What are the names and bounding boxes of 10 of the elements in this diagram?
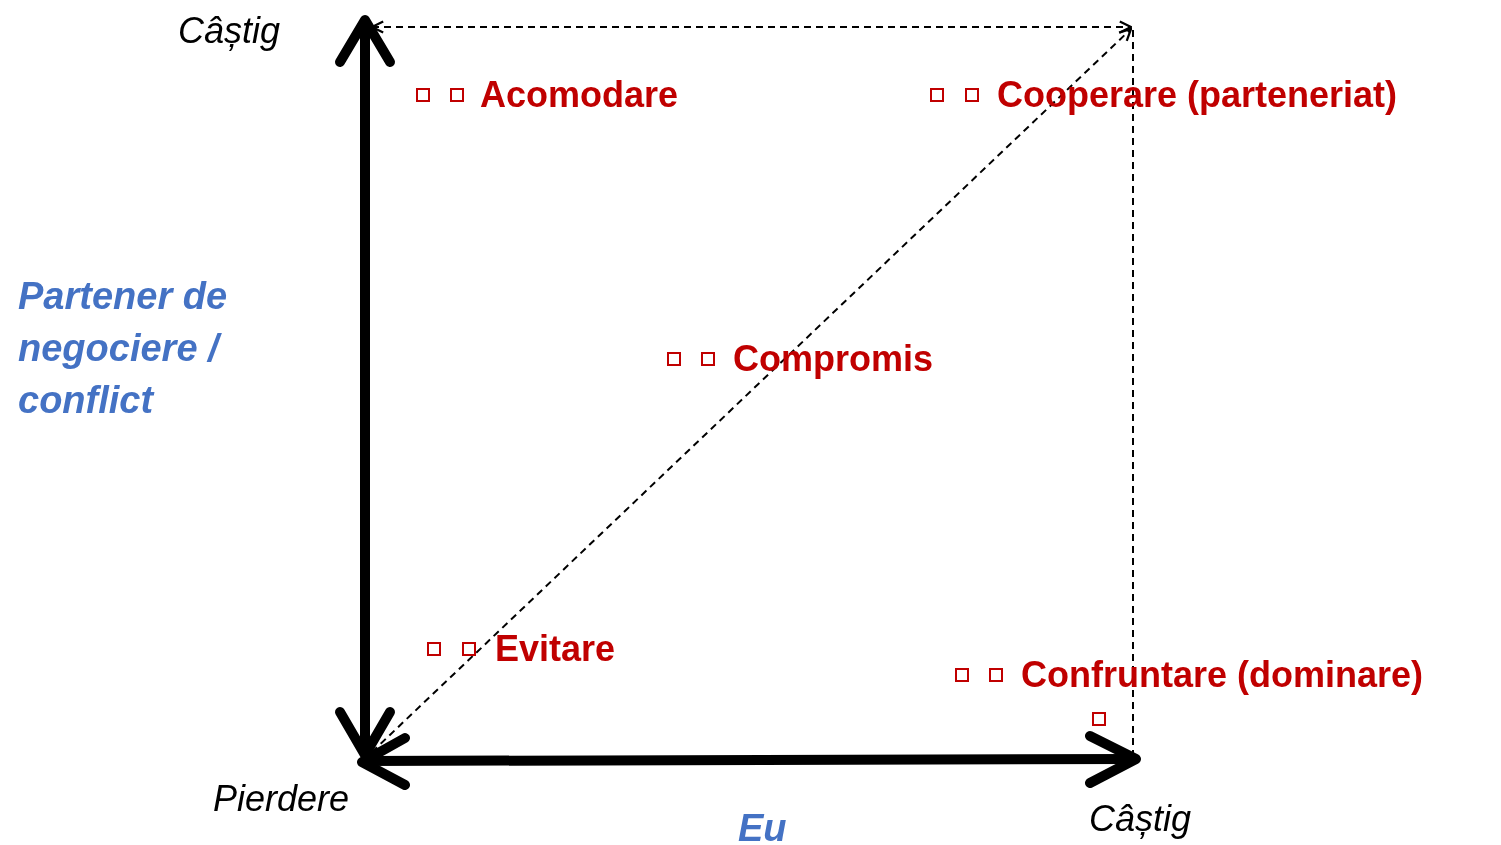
conflict-style-label: Compromis [733,341,934,377]
axis-title: Partener de negociere / conflict [18,274,229,423]
axis-end-label: Câștig [178,13,281,49]
axis-end-label: Câștig [1089,801,1192,837]
conflict-style-label: Cooperare (parteneriat) [997,77,1398,113]
conflict-style-label: Confruntare (dominare) [1021,657,1423,693]
axis-title: Eu [738,809,787,845]
conflict-style-label: Acomodare [480,77,679,113]
axis-end-label: Pierdere [213,781,350,817]
conflict-style-label: Evitare [495,631,616,667]
